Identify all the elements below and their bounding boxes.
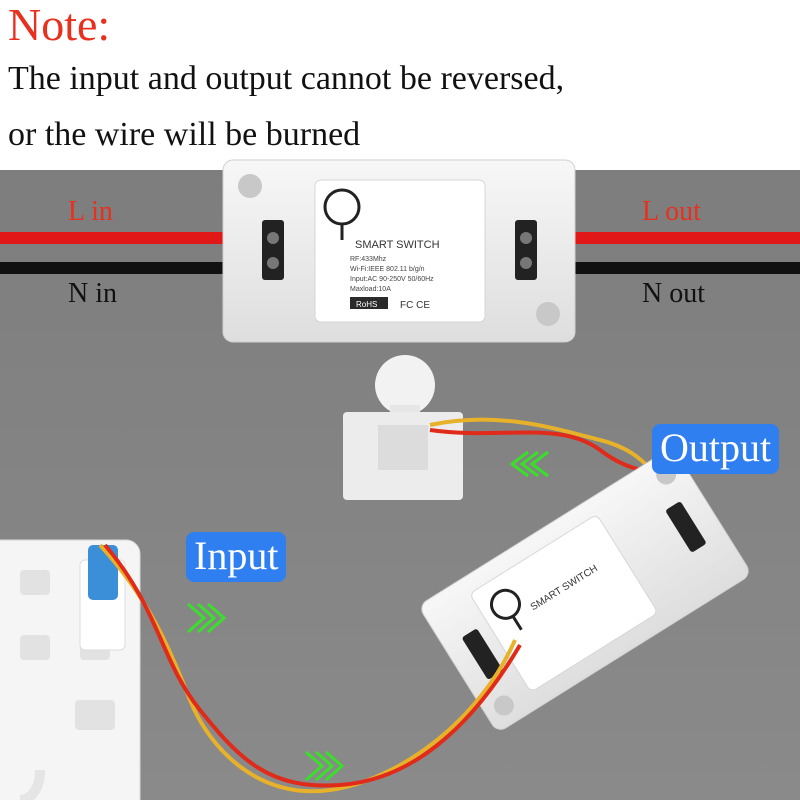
top-rohs-text: RoHS xyxy=(356,300,377,309)
input-badge: Input xyxy=(186,532,287,582)
output-badge: Output xyxy=(652,424,780,474)
note-line-1: The input and output cannot be reversed, xyxy=(8,60,565,97)
arrow-chevrons-output xyxy=(509,450,549,478)
label-l-out: L out xyxy=(642,196,701,227)
plug xyxy=(79,545,126,651)
smart-switch-top xyxy=(222,159,576,343)
light-bulb xyxy=(343,355,463,500)
top-brand-text: SMART SWITCH xyxy=(355,239,440,251)
top-wires xyxy=(0,232,800,274)
label-l-in: L in xyxy=(68,196,113,227)
label-n-out: N out xyxy=(642,278,705,309)
label-n-in: N in xyxy=(68,278,117,309)
arrow-chevrons-input xyxy=(187,602,227,634)
note-line-2: or the wire will be burned xyxy=(8,116,361,153)
top-input-rating-text: Input:AC 90-250V 50/60Hz xyxy=(350,276,434,283)
top-maxload-text: Maxload:10A xyxy=(350,286,391,293)
twisted-wire-input xyxy=(98,543,522,794)
note-title: Note: xyxy=(8,0,111,50)
arrow-chevrons-bottom xyxy=(305,750,345,782)
top-wifi-text: Wi-Fi:IEEE 802.11 b/g/n xyxy=(350,266,425,273)
top-rf-text: RF:433Mhz xyxy=(350,256,387,263)
top-fcce-text: FC CE xyxy=(400,300,430,311)
note-band xyxy=(0,0,800,170)
rohs-mark xyxy=(350,297,388,309)
